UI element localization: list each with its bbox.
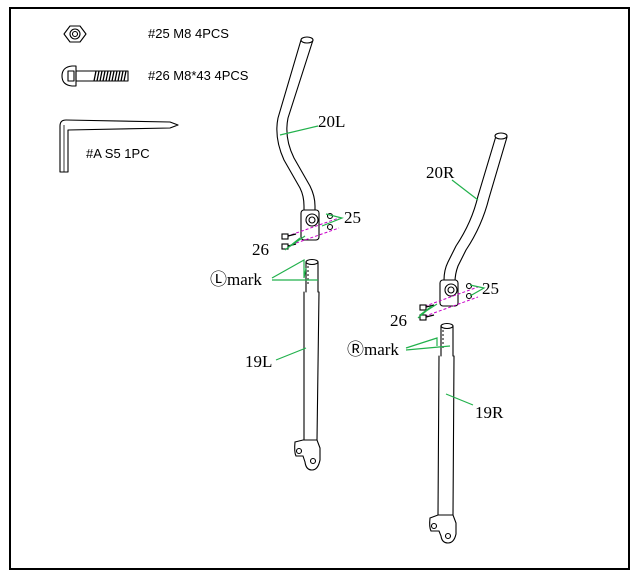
bolts-right xyxy=(419,282,479,321)
wrench-label: #A S5 1PC xyxy=(86,146,150,161)
callout-20l: 20L xyxy=(318,112,345,131)
nut-icon xyxy=(63,25,87,43)
tube-right xyxy=(429,322,457,544)
callout-19l: 19L xyxy=(245,352,272,371)
callout-26-right: 26 xyxy=(390,311,407,330)
callout-25-left: 25 xyxy=(344,208,361,227)
leader-lines xyxy=(271,125,486,406)
callout-l-mark: Ⓛmark xyxy=(210,270,262,289)
bolt-label: #26 M8*43 4PCS xyxy=(148,68,249,83)
callout-19r: 19R xyxy=(475,403,504,422)
nut-label: #25 M8 4PCS xyxy=(148,26,229,41)
handle-left xyxy=(276,36,320,241)
diagram-frame xyxy=(9,7,630,570)
tube-left xyxy=(294,258,321,471)
callout-r-mark: Ⓡmark xyxy=(347,340,399,359)
handle-right xyxy=(439,132,508,307)
callout-20r: 20R xyxy=(426,163,455,182)
callout-25-right: 25 xyxy=(482,279,499,298)
allen-wrench-icon xyxy=(59,119,179,173)
bolt-icon xyxy=(61,65,129,87)
callout-26-left: 26 xyxy=(252,240,269,259)
